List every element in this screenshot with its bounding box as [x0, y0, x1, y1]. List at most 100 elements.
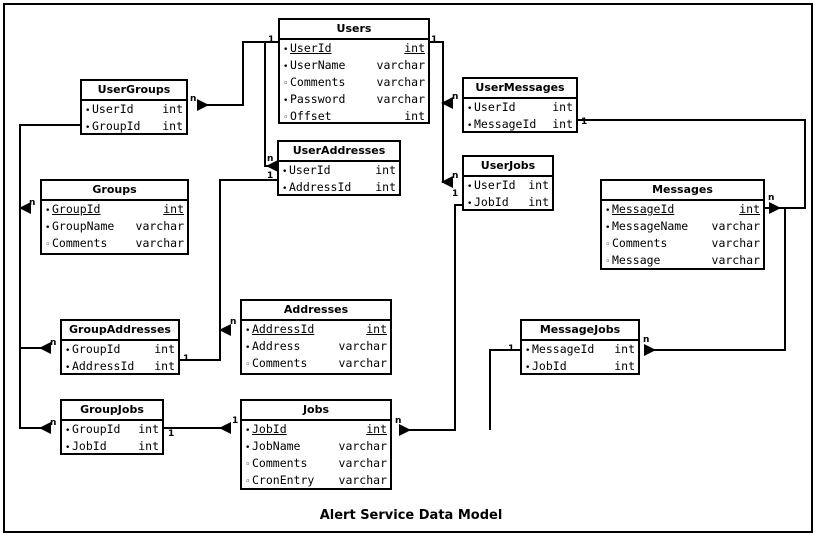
connector-users-to-userjobs: [441, 103, 453, 188]
diagram-title: Alert Service Data Model: [319, 508, 503, 523]
required-marker-icon: •: [45, 223, 51, 233]
required-marker-icon: •: [85, 123, 91, 133]
required-marker-icon: •: [605, 206, 611, 216]
attribute-name: Password: [290, 92, 346, 106]
optional-marker-icon: ◦: [45, 240, 51, 250]
attribute-type: int: [614, 342, 635, 356]
attribute-name: UserId: [290, 41, 332, 55]
attribute-name: MessageId: [474, 117, 537, 131]
entity-name: GroupJobs: [62, 401, 162, 421]
entity-name: Groups: [42, 181, 187, 201]
optional-marker-icon: ◦: [245, 477, 251, 487]
cardinality-groups-left-n: n: [29, 198, 36, 208]
attribute-name: JobId: [72, 439, 107, 453]
required-marker-icon: •: [283, 96, 289, 106]
attribute-type: int: [614, 359, 635, 373]
attribute-type: int: [138, 422, 159, 436]
attribute-type: int: [162, 119, 183, 133]
entity-name: MessageJobs: [522, 321, 638, 341]
connector-users-to-useraddresses: [264, 41, 278, 172]
attribute-row: •JobId int: [245, 422, 387, 439]
attribute-type: int: [528, 195, 549, 209]
attribute-name: JobName: [252, 439, 301, 453]
attribute-name: GroupId: [92, 119, 141, 133]
required-marker-icon: •: [65, 426, 71, 436]
required-marker-icon: •: [65, 443, 71, 453]
required-marker-icon: •: [467, 182, 473, 192]
attribute-name: AddressId: [72, 359, 135, 373]
connector-usergroups-to-groups: [19, 124, 80, 214]
cardinality-groupjobs-right-1: 1: [168, 429, 175, 439]
entity-name: UserJobs: [464, 157, 552, 177]
attribute-name: GroupId: [72, 422, 121, 436]
attribute-name: Comments: [612, 236, 668, 250]
attribute-name: JobId: [474, 195, 509, 209]
entity-name: UserAddresses: [279, 142, 399, 162]
cardinality-users-left-1: 1: [268, 35, 275, 45]
entity-name: GroupAddresses: [62, 321, 178, 341]
required-marker-icon: •: [283, 62, 289, 72]
attribute-type: int: [552, 100, 573, 114]
attribute-type: int: [375, 180, 396, 194]
required-marker-icon: •: [283, 45, 289, 55]
attribute-type: varchar: [376, 75, 425, 89]
attribute-type: int: [163, 202, 184, 216]
required-marker-icon: •: [245, 426, 251, 436]
attribute-name: GroupName: [52, 219, 115, 233]
attribute-name: UserId: [474, 100, 516, 114]
attribute-name: JobId: [252, 422, 287, 436]
attribute-row: •GroupId int: [85, 119, 183, 136]
attribute-name: MessageName: [612, 219, 689, 233]
attribute-type: varchar: [338, 456, 387, 470]
required-marker-icon: •: [467, 121, 473, 131]
attribute-name: JobId: [532, 359, 567, 373]
attribute-name: MessageId: [612, 202, 675, 216]
attribute-type: varchar: [711, 219, 760, 233]
optional-marker-icon: ◦: [605, 257, 611, 267]
connector-groups-trunk-to-groupjobs: [19, 348, 51, 434]
attribute-type: int: [366, 422, 387, 436]
entity-name: Messages: [602, 181, 763, 201]
attribute-type: int: [404, 109, 425, 123]
attribute-type: varchar: [711, 236, 760, 250]
attribute-type: varchar: [135, 219, 184, 233]
attribute-type: varchar: [338, 356, 387, 370]
cardinality-usergroups-right-n: n: [190, 94, 197, 104]
attribute-name: Comments: [252, 456, 308, 470]
required-marker-icon: •: [85, 106, 91, 116]
cardinality-userjobs-left-n: n: [452, 171, 459, 181]
connector-useraddresses-to-addresses: [219, 179, 277, 336]
